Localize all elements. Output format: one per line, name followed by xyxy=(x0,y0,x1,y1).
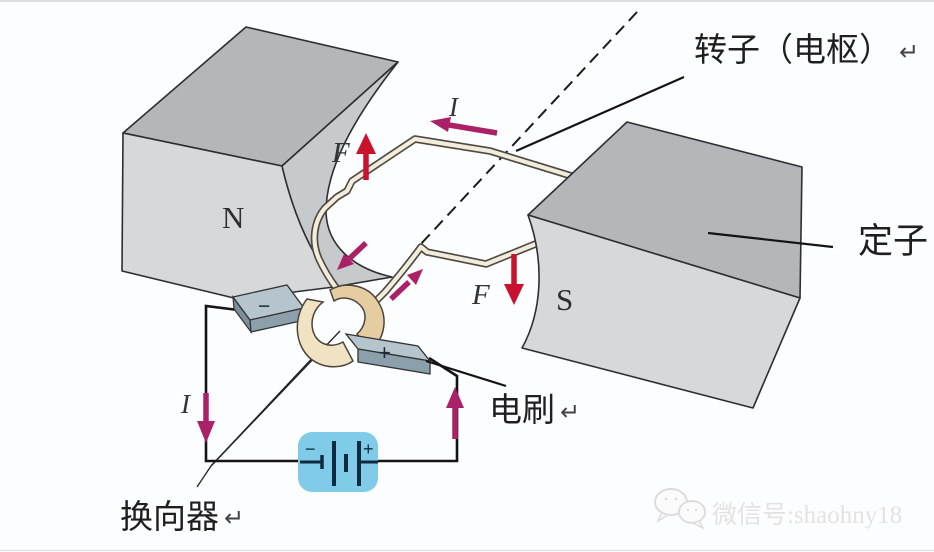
current-coil-label: I xyxy=(448,92,460,122)
rotor-leader-line xyxy=(515,75,685,153)
force-upper-label: F xyxy=(331,137,350,169)
commutator-label: 换向器 xyxy=(120,499,219,536)
watermark-text: 微信号:shaohny18 xyxy=(712,501,902,529)
stator-leader-line xyxy=(707,231,834,249)
current-top-arrow-head xyxy=(430,117,451,132)
force-lower-label: F xyxy=(471,279,490,311)
brush-label: 电刷 xyxy=(489,392,555,429)
battery-positive-sign: + xyxy=(363,439,374,459)
negative-brush: − xyxy=(231,284,306,335)
current-rightwire-arrow-head xyxy=(446,387,464,408)
n-magnet-concave-face xyxy=(281,61,399,288)
watermark-text-shadow: 微信号:shaohny18 xyxy=(713,502,903,530)
current-downleft-arrow-shaft xyxy=(347,240,368,262)
n-pole-magnet: N xyxy=(121,26,399,300)
battery-negative-sign: − xyxy=(305,439,316,459)
brush-leader-line xyxy=(425,359,507,388)
negative-brush-sign: − xyxy=(258,295,270,318)
positive-brush-sign: + xyxy=(378,340,391,365)
current-wire-label: I xyxy=(180,389,192,419)
brush-return-mark: ↵ xyxy=(560,400,580,426)
stator-label: 定子 xyxy=(858,222,928,261)
force-up-arrow-head xyxy=(356,133,376,154)
positive-brush: + xyxy=(344,333,432,375)
coil-wire-rear xyxy=(375,240,541,302)
commutator-rear-half xyxy=(329,284,385,353)
commutator-front-half xyxy=(296,298,354,368)
coil-wire-front xyxy=(312,136,581,292)
callout-labels: 转子（电枢） ↵ 定子 电刷 ↵ 换向器 ↵ xyxy=(120,32,928,536)
current-upright-arrow-shaft xyxy=(389,280,411,301)
positive-brush-front-face xyxy=(357,348,431,375)
rotor-return-mark: ↵ xyxy=(899,40,919,66)
rotor-label: 转子（电枢） xyxy=(694,32,892,69)
s-pole-label: S xyxy=(556,282,573,317)
n-pole-label: N xyxy=(222,200,244,235)
rotation-axis-dashed-line xyxy=(418,11,638,247)
wechat-icon xyxy=(654,488,706,530)
battery: − + xyxy=(298,432,378,492)
s-pole-magnet: S xyxy=(521,121,803,409)
armature-coil xyxy=(310,135,582,303)
current-downleft-arrow-head xyxy=(337,254,354,270)
commutator-rings xyxy=(296,284,385,368)
current-top-arrow-shaft xyxy=(448,122,498,136)
commutator-return-mark: ↵ xyxy=(224,506,244,532)
watermark: 微信号:shaohny18 微信号:shaohny18 xyxy=(654,488,903,530)
current-arrows xyxy=(197,117,498,443)
force-down-arrow-head xyxy=(504,284,524,305)
circuit-wire-left xyxy=(204,304,299,463)
battery-symbol xyxy=(300,441,378,486)
force-arrows xyxy=(356,133,524,305)
current-upright-arrow-head xyxy=(407,269,423,285)
current-leftwire-arrow-head xyxy=(197,421,215,443)
s-magnet-front-face xyxy=(521,214,801,409)
